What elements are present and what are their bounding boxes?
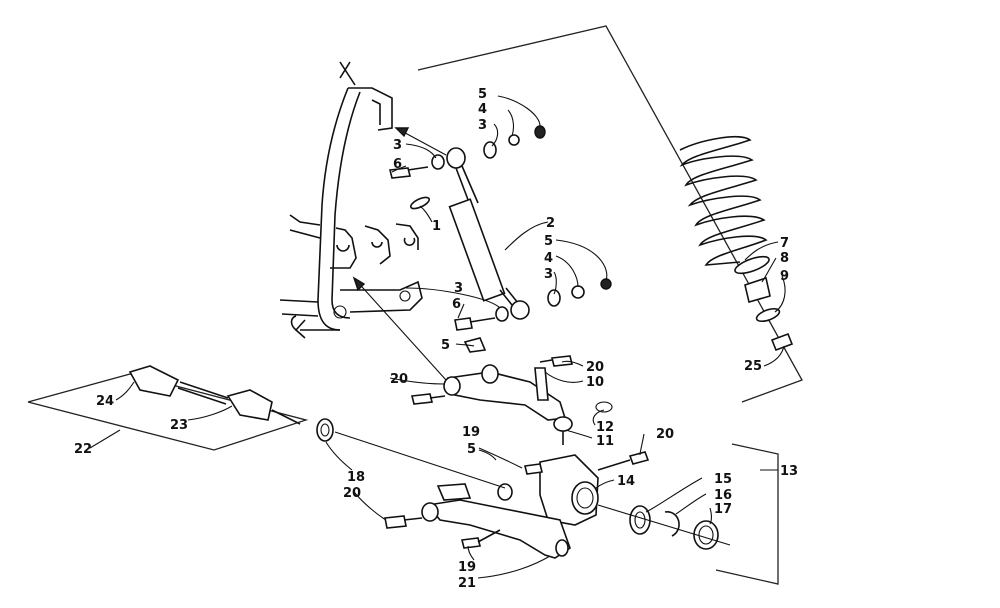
assembly-guide-lines [334,127,731,546]
callout-3: 3 [544,267,553,282]
callout-2: 2 [546,216,555,231]
callout-labels: 1 2 3 3 3 3 4 4 5 5 5 5 6 6 7 8 9 10 11 … [74,87,798,591]
callout-20: 20 [586,360,604,375]
callout-11: 11 [596,434,614,449]
callout-25: 25 [744,359,762,374]
callout-7: 7 [780,236,789,251]
callout-3: 3 [393,138,402,153]
callout-6: 6 [393,157,402,172]
hub-hardware-panel [629,443,779,585]
callout-12: 12 [596,420,614,435]
callout-20: 20 [656,427,674,442]
callout-13: 13 [780,464,798,479]
callout-1: 1 [432,219,441,234]
shock-panel-border [417,25,803,403]
callout-4: 4 [544,251,553,266]
callout-4: 4 [478,102,487,117]
callout-5: 5 [544,234,553,249]
callout-leaders [89,95,786,579]
upper-a-arm [411,337,613,445]
callout-3: 3 [454,281,463,296]
callout-17: 17 [714,502,732,517]
callout-6: 6 [452,297,461,312]
callout-23: 23 [170,418,188,433]
callout-20: 20 [390,372,408,387]
coil-spring [679,136,794,352]
lower-bushing-hardware [454,278,612,331]
steering-knuckle [524,451,650,526]
callout-14: 14 [617,474,635,489]
callout-18: 18 [347,470,365,485]
callout-19: 19 [458,560,476,575]
shock-absorber [446,147,530,320]
callout-8: 8 [780,251,789,266]
callout-5: 5 [441,338,450,353]
callout-15: 15 [714,472,732,487]
callout-5: 5 [467,442,476,457]
callout-19: 19 [462,425,480,440]
lower-a-arm [384,483,571,559]
chassis-frame [279,61,423,339]
callout-20: 20 [343,486,361,501]
callout-10: 10 [586,375,604,390]
callout-24: 24 [96,394,114,409]
callout-22: 22 [74,442,92,457]
callout-9: 9 [780,269,789,284]
drive-axle-panel [27,365,334,451]
upper-bushing-hardware [389,125,546,210]
callout-3: 3 [478,118,487,133]
callout-21: 21 [458,576,476,591]
callout-16: 16 [714,488,732,503]
callout-5: 5 [478,87,487,102]
